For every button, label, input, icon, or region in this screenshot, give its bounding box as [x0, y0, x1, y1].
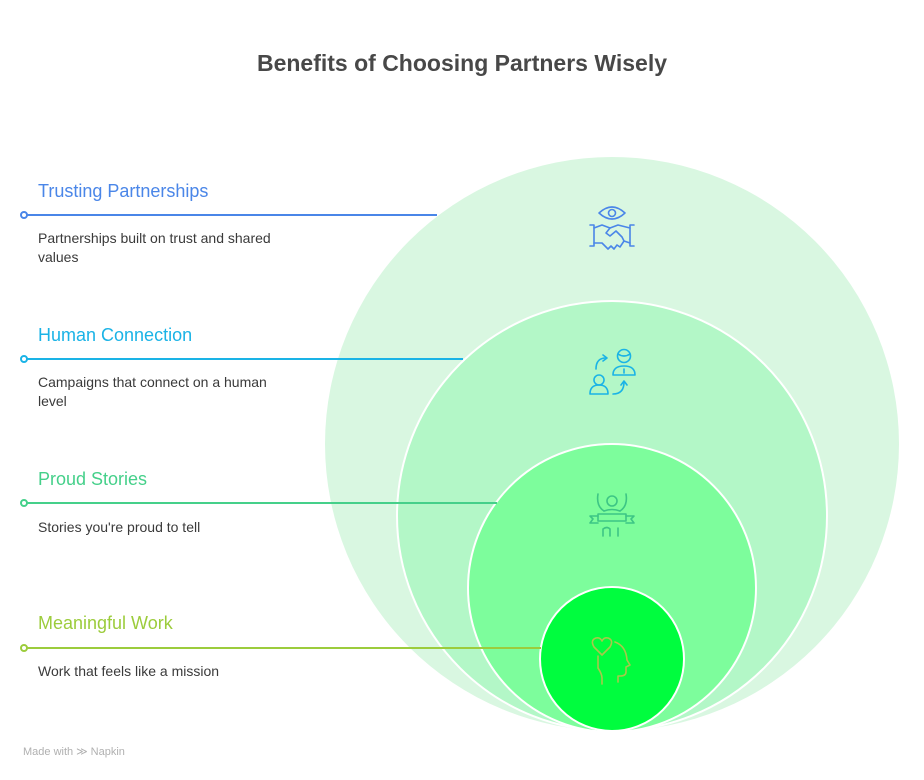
footer-attribution: Made with ≫ Napkin [23, 745, 125, 759]
eye-handshake-icon [589, 206, 635, 250]
people-exchange-icon [589, 348, 636, 395]
layer-label-human-connection: Human Connection [38, 325, 193, 345]
connector-proud-stories [20, 499, 497, 507]
celebrating-person-banner-icon [589, 493, 635, 537]
layer-label-meaningful-work: Meaningful Work [38, 613, 173, 633]
head-heart-icon [591, 637, 631, 685]
diagram-title: Benefits of Choosing Partners Wisely [256, 50, 668, 76]
made-with-text: Made with [23, 745, 74, 758]
layer-description-proud-stories: Stories you're proud to tell [38, 519, 201, 535]
layer-description-meaningful-work: Work that feels like a mission [38, 663, 220, 679]
layer-label-proud-stories: Proud Stories [38, 469, 148, 489]
layer-label-trusting-partnerships: Trusting Partnerships [38, 181, 209, 201]
layer-description-human-connection: Campaigns that connect on a human level [38, 374, 267, 409]
connector-meaningful-work [20, 644, 541, 652]
connector-trusting-partnerships [20, 211, 437, 219]
layer-description-trusting-partnerships: Partnerships built on trust and shared v… [38, 230, 271, 265]
circle-meaningful-work [539, 586, 685, 732]
napkin-logo-icon: ≫ [76, 746, 88, 758]
connector-human-connection [20, 355, 463, 363]
brand-name: Napkin [90, 745, 125, 758]
